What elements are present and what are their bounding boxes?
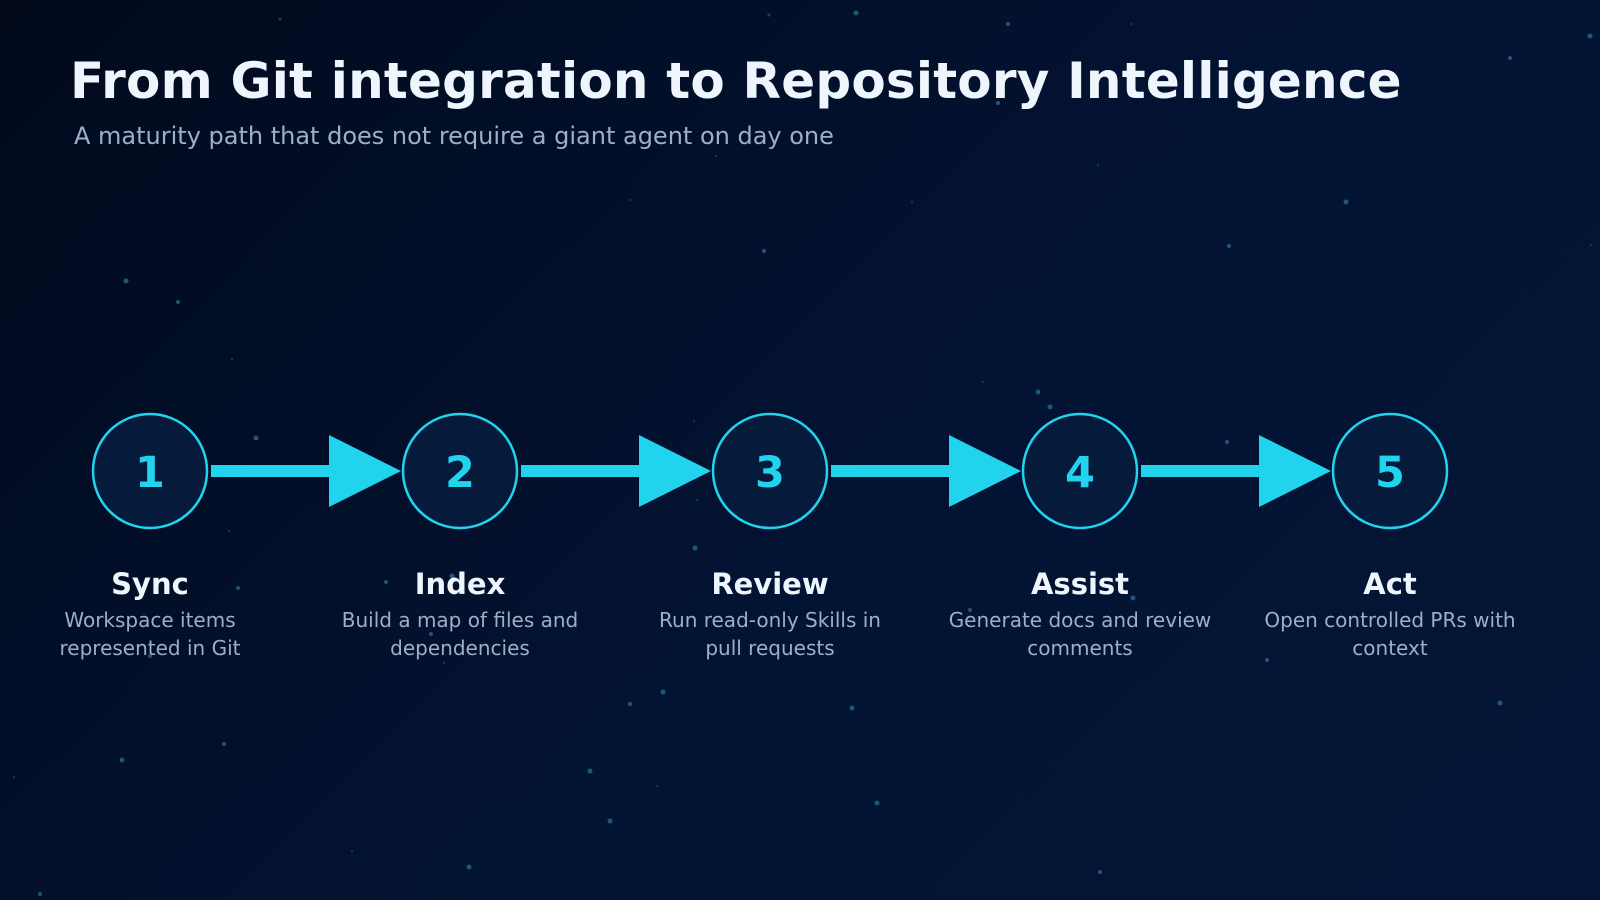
step-1-label: Sync: [111, 567, 189, 601]
step-2-circle: [401, 412, 519, 530]
star-dot: [253, 435, 259, 441]
step-description-line: Build a map of files and: [341, 608, 579, 632]
star-dot: [119, 757, 125, 763]
star-dot: [629, 199, 631, 201]
step-5-description: Open controlled PRs with context: [1240, 606, 1540, 662]
step-description-line: Run read-only Skills in: [659, 608, 881, 632]
star-dot: [1035, 389, 1041, 395]
step-description-line: pull requests: [705, 636, 835, 660]
star-dot: [587, 768, 593, 774]
step-3-circle: [711, 412, 829, 530]
star-dot: [222, 742, 226, 746]
star-dot: [715, 155, 717, 157]
star-dot: [911, 201, 913, 203]
star-dot: [429, 632, 433, 636]
star-dot: [628, 702, 632, 706]
star-dot: [1587, 33, 1593, 39]
star-dot: [384, 580, 388, 584]
star-dot: [692, 545, 698, 551]
star-dot: [767, 13, 771, 17]
step-3-number: 3: [755, 448, 785, 498]
star-dot: [874, 800, 880, 806]
star-dot: [328, 136, 332, 140]
step-3-label: Review: [711, 567, 829, 601]
page-title: From Git integration to Repository Intel…: [70, 52, 1402, 110]
star-dot: [119, 572, 123, 576]
star-dot: [849, 705, 855, 711]
step-description-line: dependencies: [390, 636, 530, 660]
step-5-number: 5: [1375, 448, 1405, 498]
star-dot: [231, 358, 233, 360]
star-dot: [1130, 595, 1136, 601]
star-dot: [1227, 244, 1231, 248]
step-description-line: Open controlled PRs with: [1264, 608, 1516, 632]
star-dot: [13, 776, 15, 778]
star-dot: [1097, 164, 1099, 166]
star-dot: [1130, 23, 1132, 25]
flow-nodes: 1 2 3 4 5: [91, 412, 1449, 530]
step-description-line: Generate docs and review: [948, 608, 1212, 632]
star-dot: [762, 249, 766, 253]
star-dot: [1590, 244, 1592, 246]
star-dot: [278, 17, 282, 21]
star-dot: [1098, 870, 1102, 874]
step-4-circle: [1021, 412, 1139, 530]
step-1-circle: [91, 412, 209, 530]
star-dot: [968, 608, 972, 612]
step-3-description: Run read-only Skills in pull requests: [620, 606, 920, 662]
star-dot: [656, 785, 658, 787]
star-dot: [1265, 658, 1269, 662]
step-description-line: represented in Git: [59, 636, 241, 660]
step-description-line: Workspace items: [64, 608, 236, 632]
step-4-number: 4: [1065, 448, 1095, 498]
star-dot: [853, 10, 859, 16]
step-5-circle: [1331, 412, 1449, 530]
star-dot: [176, 300, 180, 304]
step-5-label: Act: [1363, 567, 1417, 601]
step-1-description: Workspace items represented in Git: [0, 606, 300, 662]
star-dot: [607, 818, 613, 824]
star-dot: [228, 530, 230, 532]
star-dot: [38, 892, 42, 896]
star-dot: [466, 864, 472, 870]
star-dot: [1508, 56, 1512, 60]
star-dot: [443, 662, 445, 664]
step-description-line: context: [1352, 636, 1428, 660]
step-1-number: 1: [135, 448, 165, 498]
star-dot: [1343, 199, 1349, 205]
star-dot: [351, 850, 353, 852]
star-dot: [1225, 440, 1229, 444]
star-dot: [982, 381, 984, 383]
step-2-number: 2: [445, 448, 475, 498]
star-dot: [1497, 700, 1503, 706]
step-description-line: comments: [1027, 636, 1133, 660]
star-dot: [148, 654, 152, 658]
star-dot: [1047, 404, 1053, 410]
star-dot: [449, 573, 455, 579]
star-dot: [236, 586, 240, 590]
star-dot: [660, 689, 666, 695]
star-dot: [996, 101, 1000, 105]
step-2-label: Index: [414, 567, 506, 601]
step-2-description: Build a map of files and dependencies: [310, 606, 610, 662]
star-dot: [693, 420, 695, 422]
page-subtitle: A maturity path that does not require a …: [74, 122, 834, 150]
star-dot: [1006, 22, 1010, 26]
step-4-description: Generate docs and review comments: [930, 606, 1230, 662]
step-4-label: Assist: [1030, 567, 1130, 601]
star-dot: [123, 278, 129, 284]
